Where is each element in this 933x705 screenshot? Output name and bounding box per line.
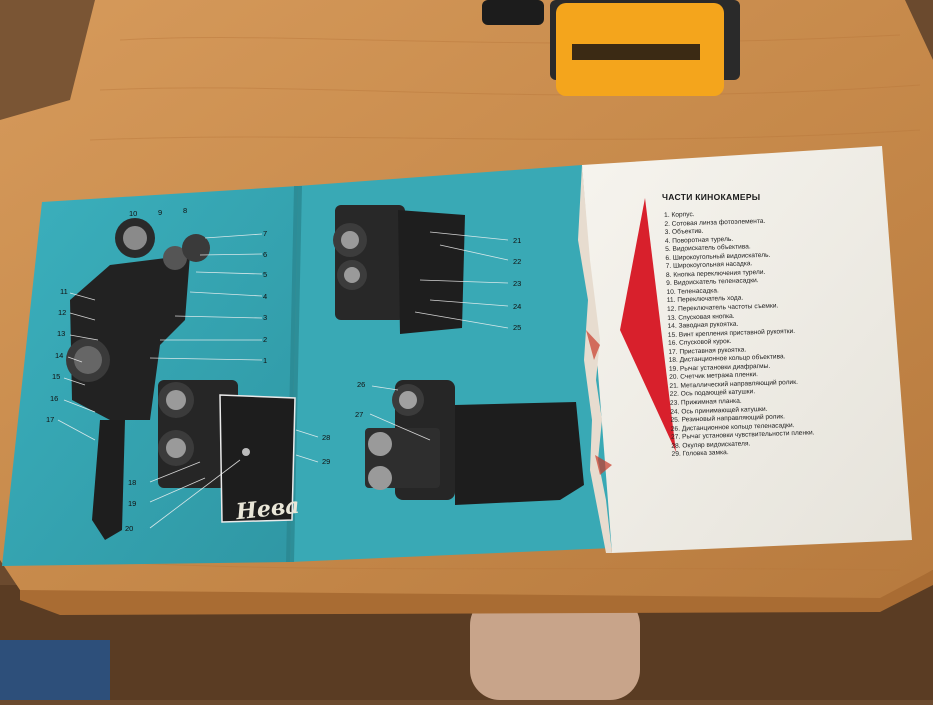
callout-3: 3	[263, 313, 268, 322]
wood-grain	[79, 34, 921, 571]
callout-26: 26	[357, 380, 366, 389]
callout-15: 15	[52, 372, 61, 381]
callout-20: 20	[125, 524, 134, 533]
callout-17: 17	[46, 415, 55, 424]
callout-9: 9	[158, 208, 163, 217]
camera-illustration-bottom	[365, 380, 584, 505]
parts-list: 1. Корпус. 2. Сотовая линза фотоэлемента…	[664, 205, 902, 460]
callout-2: 2	[263, 335, 268, 344]
red-triangle	[620, 198, 676, 452]
foot-shape	[470, 595, 640, 700]
callout-27: 27	[355, 410, 364, 419]
table-edge	[20, 570, 933, 615]
callout-14: 14	[55, 351, 64, 360]
callout-28: 28	[322, 433, 331, 442]
callout-23: 23	[513, 279, 522, 288]
torn-red-spot-2	[595, 455, 612, 475]
callout-10: 10	[129, 209, 138, 218]
camera-illustration-left	[57, 218, 263, 540]
leader-lines-left	[57, 233, 263, 441]
callout-16: 16	[50, 394, 59, 403]
callout-12: 12	[58, 308, 67, 317]
callout-7: 7	[263, 229, 268, 238]
callout-4: 4	[263, 292, 268, 301]
parts-title: ЧАСТИ КИНОКАМЕРЫ	[662, 192, 761, 202]
callout-29: 29	[322, 457, 331, 466]
torn-edge	[578, 165, 612, 553]
callout-5: 5	[263, 270, 268, 279]
booklet-page-right	[582, 146, 912, 553]
callout-18: 18	[128, 478, 137, 487]
callout-25: 25	[513, 323, 522, 332]
blue-object	[0, 640, 110, 700]
callout-6: 6	[263, 250, 268, 259]
dark-object	[482, 0, 544, 25]
camera-illustration-top	[333, 205, 509, 334]
callout-24: 24	[513, 302, 522, 311]
torn-red-spot	[586, 330, 600, 360]
camera-illustration-neva	[149, 380, 319, 529]
callout-19: 19	[128, 499, 137, 508]
callout-21: 21	[513, 236, 522, 245]
callout-1: 1	[263, 356, 268, 365]
callout-13: 13	[57, 329, 66, 338]
yellow-box-slot	[572, 44, 700, 60]
callout-11: 11	[60, 287, 68, 296]
callout-22: 22	[513, 257, 522, 266]
callout-8: 8	[183, 206, 188, 215]
